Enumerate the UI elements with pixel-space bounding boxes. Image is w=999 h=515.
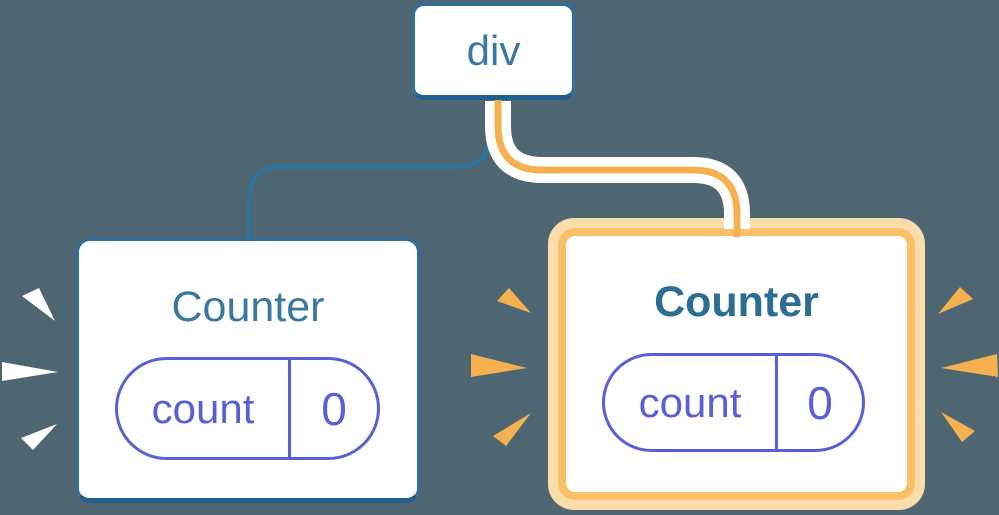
sparkle-ray-icon: [941, 354, 998, 377]
state-pill-left: count 0: [115, 357, 380, 460]
sparkle-ray-icon: [941, 412, 975, 442]
state-key-right: count: [605, 356, 778, 449]
state-value-left: 0: [321, 382, 347, 435]
state-pill-right: count 0: [602, 353, 865, 452]
sparkle-ray-icon: [497, 288, 531, 313]
edge-div-to-right-counter: [494, 100, 741, 237]
counter-card-left: Counter count 0: [76, 238, 420, 503]
edge-div-to-left-counter: [247, 100, 492, 241]
sparkle-ray-icon: [938, 287, 973, 314]
counter-title-right: Counter: [654, 278, 819, 326]
edge-div-to-right-counter-casing: [485, 101, 750, 229]
counter-card-right-highlight-ring: Counter count 0: [548, 218, 925, 510]
sparkle-ray-icon: [22, 288, 55, 321]
state-value-right: 0: [807, 376, 833, 429]
div-node-label: div: [466, 26, 521, 74]
div-node: div: [412, 3, 575, 100]
state-key-left: count: [118, 360, 291, 457]
flash-rays-right-card-right: [938, 287, 998, 442]
sparkle-ray-icon: [21, 424, 57, 450]
flash-rays-right-card-left: [471, 288, 531, 446]
counter-title-left: Counter: [171, 283, 325, 331]
sparkle-ray-icon: [493, 413, 531, 446]
counter-card-right: Counter count 0: [558, 228, 915, 500]
sparkle-ray-icon: [2, 362, 58, 381]
flash-rays-left-white: [2, 288, 58, 450]
sparkle-ray-icon: [471, 354, 527, 377]
